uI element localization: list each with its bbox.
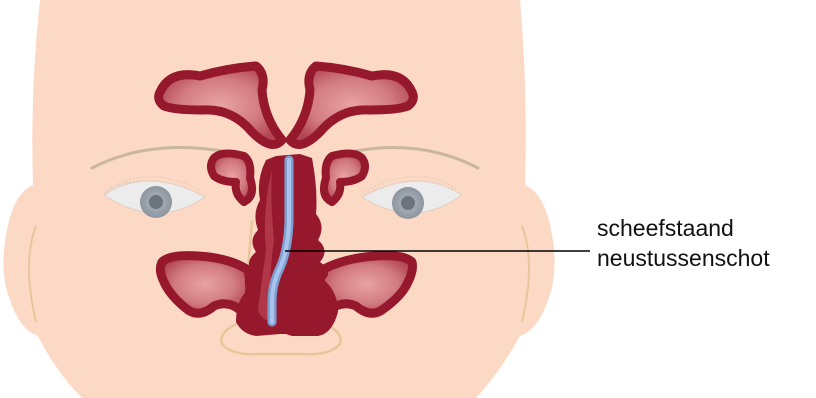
callout-label-line-1: scheefstaand [597, 213, 770, 243]
callout-label-line-2: neustussenschot [597, 243, 770, 273]
callout-label: scheefstaand neustussenschot [597, 213, 770, 273]
